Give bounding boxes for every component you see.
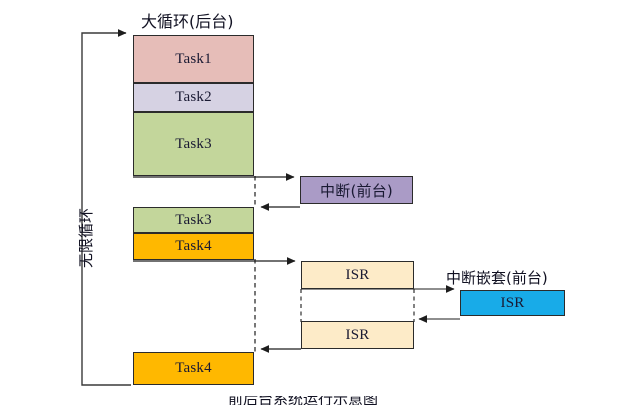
main-loop-title: 大循环(后台) — [141, 12, 234, 31]
interrupt-block-label: 中断(前台) — [320, 181, 393, 200]
infinite-loop-label: 无限循环 — [77, 207, 95, 268]
task-block-label: Task3 — [175, 135, 212, 152]
task-block-task3-second[interactable]: Task3 — [133, 207, 254, 233]
isr-block-second[interactable]: ISR — [301, 321, 414, 349]
task-block-label: Task4 — [175, 360, 212, 376]
task-block-task4-second[interactable]: Task4 — [133, 352, 254, 385]
nested-isr-block-label: ISR — [500, 294, 525, 311]
task-block-task3-first[interactable]: Task3 — [133, 112, 254, 176]
task-block-label: Task1 — [175, 50, 212, 67]
task-block-label: Task3 — [175, 211, 212, 228]
task-block-task4-first[interactable]: Task4 — [133, 233, 254, 260]
task-block-label: Task2 — [175, 89, 212, 105]
isr-block-label: ISR — [345, 266, 370, 283]
isr-dashed-guides — [300, 289, 415, 322]
nested-interrupt-title: 中断嵌套(前台) — [446, 269, 548, 287]
isr-block-first[interactable]: ISR — [301, 261, 414, 289]
figure-caption: 前后台系统运行示意图 — [228, 396, 379, 405]
task-block-label: Task4 — [175, 238, 212, 254]
isr-block-label: ISR — [345, 326, 370, 343]
interrupt-block[interactable]: 中断(前台) — [300, 176, 413, 204]
nested-isr-block[interactable]: ISR — [460, 290, 565, 316]
task-block-task1[interactable]: Task1 — [133, 35, 254, 83]
task-block-task2[interactable]: Task2 — [133, 83, 254, 112]
